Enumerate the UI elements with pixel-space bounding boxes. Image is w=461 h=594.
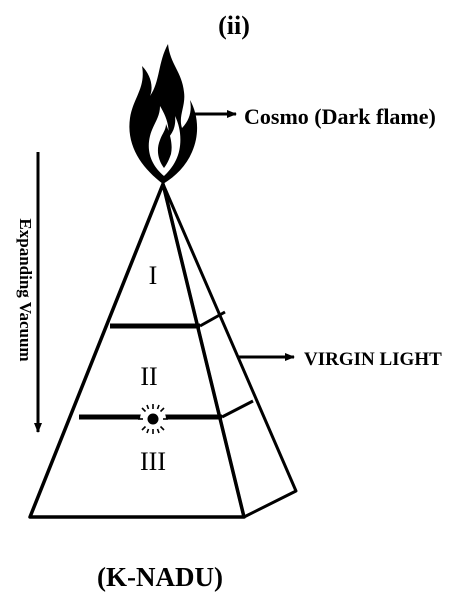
panel-label: (ii) bbox=[218, 11, 250, 40]
divider-lower-side bbox=[222, 401, 253, 417]
region-label-1: I bbox=[149, 261, 158, 290]
expanding-vacuum-callout: Expanding Vacuum bbox=[16, 152, 38, 432]
vertical-label: Expanding Vacuum bbox=[16, 218, 35, 361]
flame-label: Cosmo (Dark flame) bbox=[244, 104, 436, 129]
virgin-light-callout: VIRGIN LIGHT bbox=[238, 349, 442, 370]
dark-flame-icon bbox=[129, 44, 197, 184]
pyramid-front-face bbox=[30, 184, 244, 517]
radiant-point-icon bbox=[138, 404, 168, 434]
region-label-3: III bbox=[140, 447, 166, 476]
pyramid-side-face bbox=[163, 184, 296, 517]
region-label-2: II bbox=[140, 362, 157, 391]
flame-callout: Cosmo (Dark flame) bbox=[192, 104, 436, 129]
figure-caption: (K-NADU) bbox=[97, 562, 223, 592]
side-label: VIRGIN LIGHT bbox=[304, 349, 442, 370]
